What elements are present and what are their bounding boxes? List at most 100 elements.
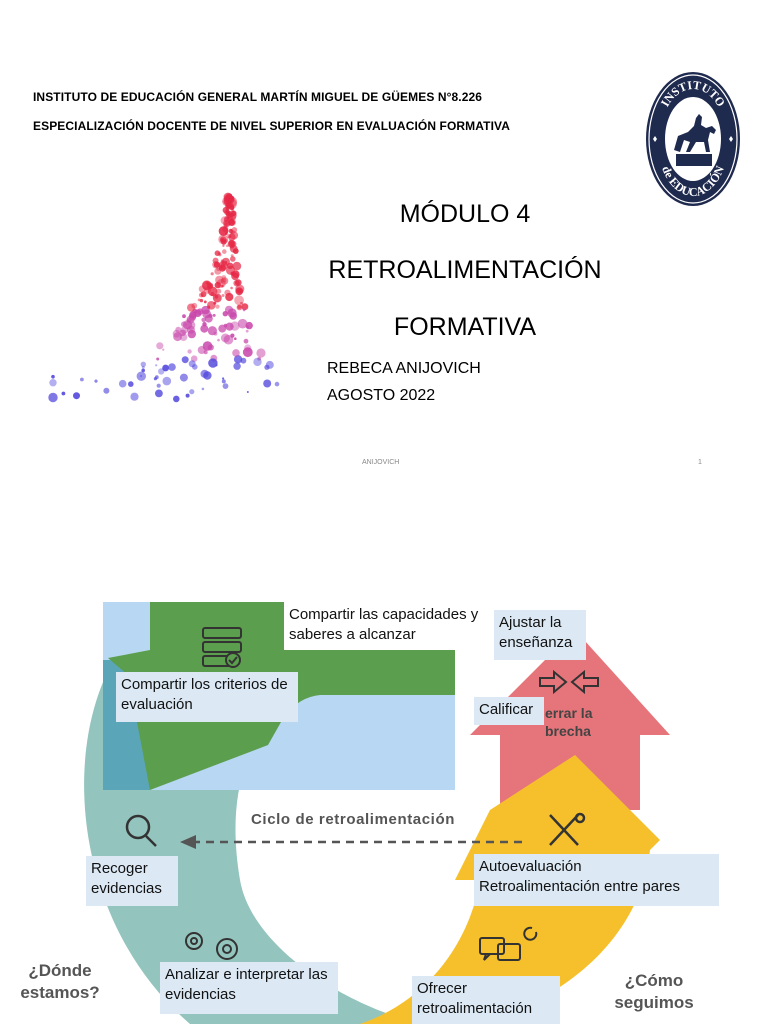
dot	[49, 379, 57, 387]
dot	[228, 240, 236, 248]
gears-icon	[185, 932, 238, 960]
how-continue-question: ¿Cómo seguimos	[604, 970, 704, 1014]
collect-evidence-text: Recoger evidencias	[91, 860, 162, 897]
dot	[136, 371, 146, 381]
peer-feedback-text: Retroalimentación entre pares	[479, 878, 680, 895]
dot	[212, 313, 216, 317]
dot	[222, 244, 225, 247]
dot	[103, 387, 110, 394]
arrows-converge-icon	[539, 669, 599, 695]
dot	[215, 304, 220, 309]
dot	[203, 300, 207, 304]
dot	[218, 324, 227, 333]
dot	[228, 211, 231, 214]
dot	[230, 321, 240, 331]
feedback-cycle-slide: errar la brecha Ciclo de retroalimentaci…	[0, 580, 768, 1024]
cerrar-brecha-text: errar la brecha	[545, 704, 605, 740]
dot	[208, 358, 218, 368]
dot	[162, 376, 172, 386]
dot	[128, 381, 134, 387]
dot	[51, 374, 55, 379]
dot	[227, 213, 237, 222]
where-are-we-question: ¿Dónde estamos?	[10, 960, 110, 1004]
dot	[202, 322, 207, 327]
dot	[141, 368, 145, 373]
dot	[188, 360, 196, 368]
dot	[222, 278, 227, 283]
dot	[155, 389, 163, 398]
dot	[231, 220, 236, 225]
dot	[244, 344, 252, 352]
slide-title-line2: RETROALIMENTACIÓN	[328, 256, 602, 284]
dot	[202, 309, 212, 319]
dot	[223, 219, 231, 227]
dot	[233, 355, 243, 364]
dot	[228, 233, 236, 241]
dot	[173, 332, 183, 342]
dot	[246, 391, 249, 393]
date: AGOSTO 2022	[327, 387, 436, 404]
dot	[242, 347, 253, 358]
dot	[203, 350, 208, 355]
grade-label: Calificar	[474, 697, 544, 725]
dot	[201, 317, 206, 323]
dot	[156, 342, 164, 350]
dot	[225, 322, 234, 331]
dot	[263, 379, 272, 388]
dot	[216, 288, 222, 294]
server-check-icon	[202, 627, 242, 668]
dot	[221, 294, 225, 297]
dot	[201, 387, 205, 391]
dot	[213, 331, 218, 336]
dot	[216, 279, 226, 288]
dot	[175, 326, 182, 333]
dot	[223, 216, 230, 222]
dot	[185, 320, 196, 331]
dot	[233, 362, 241, 370]
dot	[200, 324, 209, 333]
share-criteria-text: Compartir los criterios de evaluación	[121, 676, 288, 713]
dot	[232, 349, 240, 357]
dot	[194, 309, 202, 317]
dot	[222, 249, 227, 254]
dot	[130, 392, 139, 401]
dot	[224, 260, 228, 264]
dot	[241, 303, 249, 311]
slide-title-line1: MÓDULO 4	[399, 200, 531, 228]
dot	[48, 392, 58, 403]
self-assessment-text: Autoevaluación	[479, 858, 582, 875]
dots-illustration	[48, 192, 280, 403]
dot	[200, 291, 207, 298]
horse-rider-icon	[674, 114, 716, 166]
dot	[198, 285, 206, 293]
dot	[264, 364, 270, 370]
dot	[179, 373, 188, 382]
analyze-evidence-label: Analizar e interpretar las evidencias	[160, 962, 338, 1014]
collect-evidence-label: Recoger evidencias	[86, 856, 178, 906]
dot	[222, 226, 229, 233]
dot	[229, 195, 235, 201]
dot	[223, 334, 234, 345]
dot	[207, 286, 218, 297]
dot	[80, 377, 84, 382]
dot	[218, 264, 226, 272]
share-capacities-text: Compartir las capacidades y saberes a al…	[289, 606, 479, 643]
dot	[217, 338, 220, 342]
dot	[168, 363, 176, 371]
dot	[222, 377, 225, 380]
dot	[223, 223, 228, 228]
dot	[73, 392, 80, 400]
title-slide: INSTITUTO DE EDUCACIÓN GENERAL MARTÍN MI…	[0, 0, 768, 490]
adjust-teaching-label: Ajustar la enseñanza	[494, 610, 586, 660]
dot	[189, 389, 195, 395]
dot	[207, 301, 216, 310]
author-name: REBECA ANIJOVICH	[327, 360, 481, 377]
dot	[240, 301, 243, 305]
dot	[218, 253, 222, 257]
dot	[217, 251, 221, 256]
dot	[257, 356, 262, 361]
dot	[185, 393, 190, 398]
dot	[214, 267, 222, 275]
dot	[253, 357, 262, 367]
dot	[234, 337, 237, 340]
